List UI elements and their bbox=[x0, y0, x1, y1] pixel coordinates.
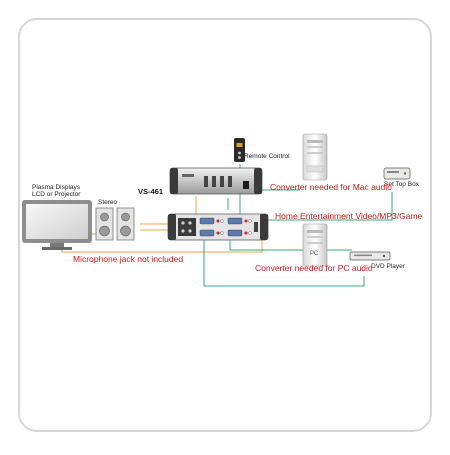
remote-control bbox=[234, 138, 245, 162]
set-top-box-label: Set Top Box bbox=[384, 181, 419, 188]
home-entertainment-note: Home Entertainment Video/MP3/Game bbox=[275, 211, 423, 221]
dvd-player-label: DVD Player bbox=[371, 263, 405, 270]
display-label: Plasma Displays LCD or Projector bbox=[32, 184, 81, 199]
microphone-note: Microphone jack not included bbox=[73, 254, 184, 264]
mac-audio-note: Converter needed for Mac audio bbox=[270, 182, 392, 192]
stereo-label: Stereo bbox=[98, 199, 118, 206]
mac-tower bbox=[302, 133, 328, 181]
model-label: VS-461 bbox=[138, 187, 164, 196]
vs461-rear-unit bbox=[167, 213, 269, 241]
dvd-player bbox=[349, 251, 391, 261]
vs461-front-unit bbox=[169, 167, 263, 195]
pc-tower bbox=[302, 223, 328, 267]
remote-control-label: Remote Control bbox=[244, 153, 290, 160]
pc-label: PC bbox=[310, 251, 319, 257]
set-top-box bbox=[383, 167, 411, 180]
pc-audio-note: Converter needed for PC audio bbox=[255, 263, 373, 273]
flat-panel-display bbox=[22, 200, 92, 250]
stereo-speakers bbox=[95, 207, 135, 241]
